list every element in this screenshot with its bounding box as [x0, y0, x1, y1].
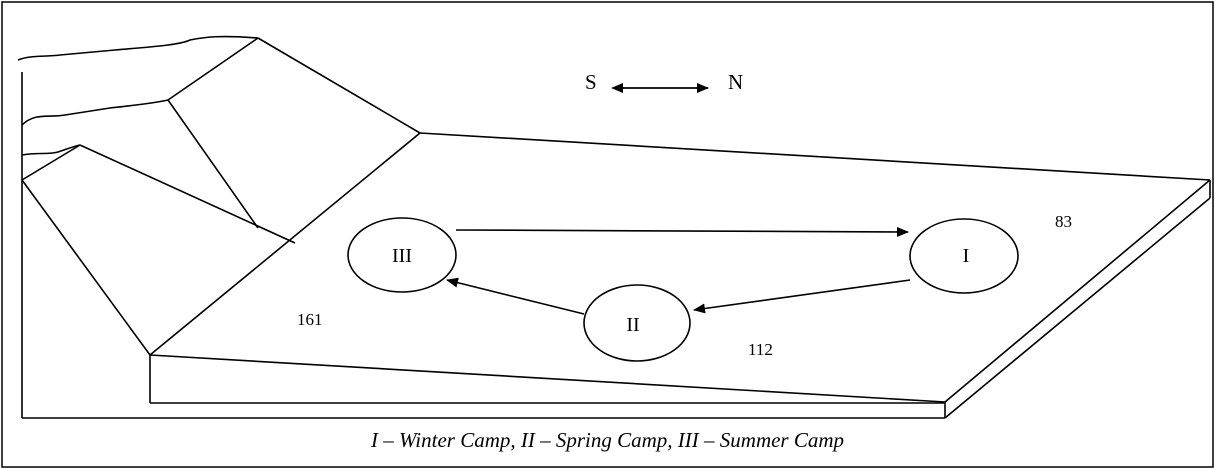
slope-line-low: [79, 144, 296, 244]
plateau-back-edge: [419, 132, 1211, 181]
slope-line-top: [257, 37, 421, 134]
camps: [347, 217, 1019, 362]
camp-I-label: I: [963, 245, 970, 267]
plateau-right-thickness: [944, 197, 1211, 419]
number-161: 161: [297, 310, 323, 329]
valley-edge-line: [149, 132, 421, 356]
direction-indicator: S N: [585, 70, 743, 94]
slope-line-left: [21, 144, 81, 181]
diagram-caption: I – Winter Camp, II – Spring Camp, III –…: [370, 428, 845, 452]
plateau-front-edge: [149, 354, 946, 403]
south-label: S: [585, 70, 597, 94]
ridge-2: [21, 99, 169, 126]
camp-III-label: III: [392, 245, 412, 267]
ridge-3: [21, 144, 81, 156]
arrow-III-to-I: [455, 226, 909, 237]
arrow-I-to-II: [693, 279, 911, 314]
number-83: 83: [1055, 212, 1072, 231]
slope-line-mid: [167, 99, 259, 229]
plateau: [149, 132, 1211, 419]
plateau-right-edge: [944, 179, 1211, 403]
number-112: 112: [748, 340, 773, 359]
north-label: N: [728, 70, 743, 94]
camp-II-node: [583, 284, 691, 362]
camp-I-node: [909, 218, 1019, 294]
ridge-1: [17, 35, 259, 61]
camp-II-label: II: [626, 314, 639, 336]
mountain-terrain: [17, 35, 945, 419]
migration-arrows: [446, 226, 911, 315]
camp-III-node: [347, 217, 457, 293]
slope-line-mid-upper: [167, 37, 259, 101]
arrow-II-to-III: [446, 277, 585, 315]
valley-left-line: [21, 179, 151, 356]
